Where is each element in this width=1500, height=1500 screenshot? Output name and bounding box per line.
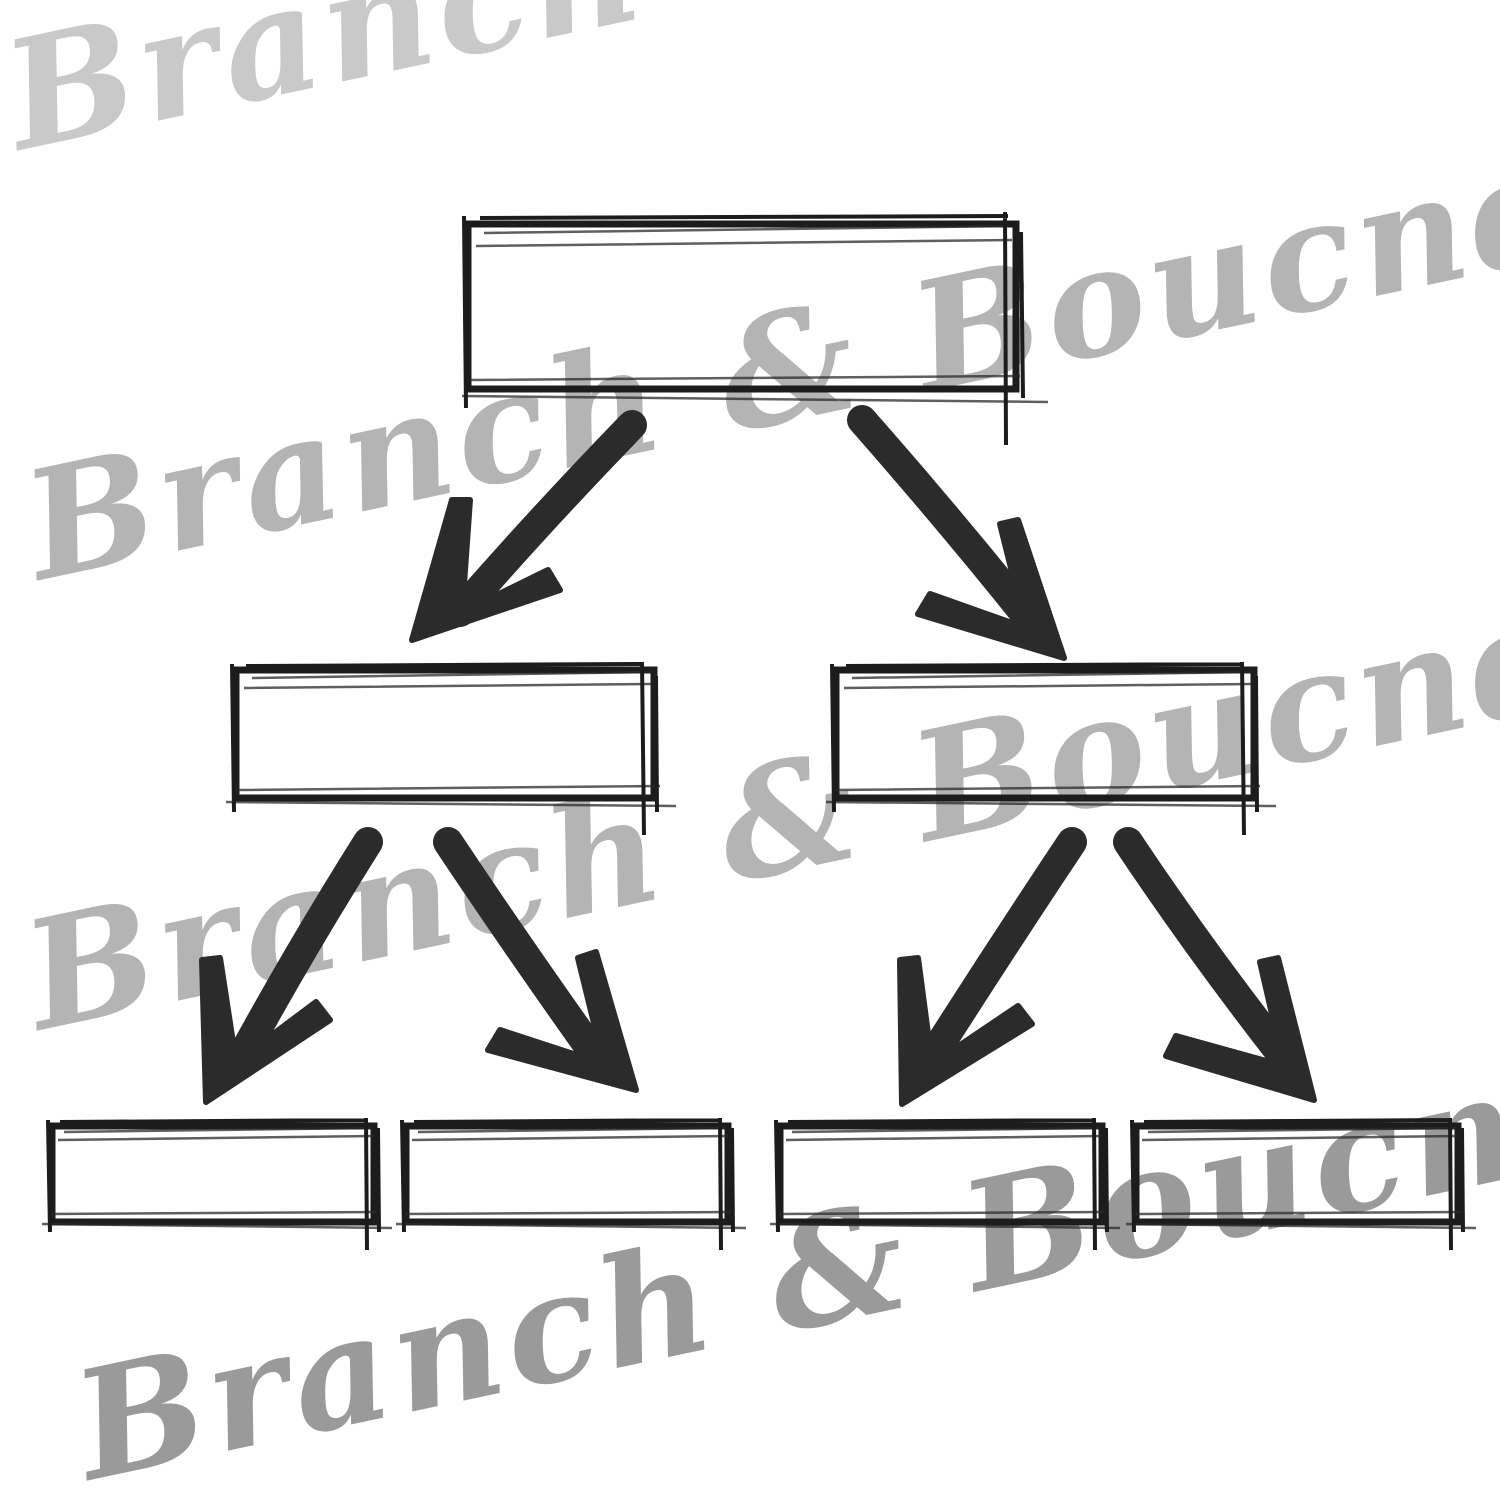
arrow-root-to-right xyxy=(847,405,1067,661)
box-leaf-3 xyxy=(769,1117,1121,1251)
watermark-text-top: Branch & B xyxy=(0,0,1044,186)
arrow-right-to-leaf3 xyxy=(897,827,1087,1107)
box-level2-right xyxy=(825,661,1277,836)
box-root xyxy=(461,211,1049,446)
box-leaf-2 xyxy=(395,1117,747,1251)
box-leaf-1 xyxy=(41,1117,393,1251)
arrow-left-to-leaf2 xyxy=(433,827,639,1093)
box-level2-left xyxy=(225,661,677,836)
arrow-left-to-leaf1 xyxy=(199,827,383,1105)
arrow-root-to-left xyxy=(409,410,647,643)
box-leaf-4 xyxy=(1125,1117,1477,1251)
arrow-right-to-leaf4 xyxy=(1113,827,1317,1103)
watermark-text-upper: Branch & Boucnd xyxy=(7,114,1500,616)
